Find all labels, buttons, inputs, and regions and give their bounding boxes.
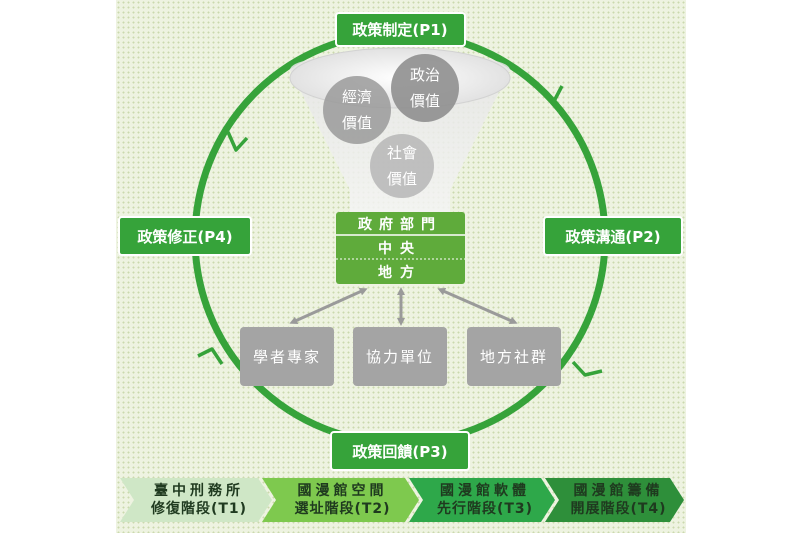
timeline-t3-shape bbox=[409, 478, 555, 522]
timeline-t3-line2: 先行階段(T3) bbox=[436, 501, 534, 517]
arrow-community bbox=[437, 287, 518, 325]
community-box: 地方社群 bbox=[467, 327, 561, 386]
arrow-scholars bbox=[289, 287, 368, 325]
cycle-arrow-ne bbox=[536, 85, 564, 105]
timeline-t3-line1: 國漫館軟體 bbox=[440, 483, 530, 499]
stage-p1: 政策制定(P1) bbox=[335, 12, 466, 47]
economic-value-line1: 經濟 bbox=[342, 88, 372, 106]
scholars-label: 學者專家 bbox=[253, 348, 321, 366]
stage-p1-label: 政策制定(P1) bbox=[352, 21, 447, 39]
political-value-line1: 政治 bbox=[410, 66, 440, 84]
timeline-t4-line2: 開展階段(T4) bbox=[570, 501, 667, 517]
timeline-t1: 臺中刑務所 修復階段(T1) bbox=[132, 478, 266, 522]
timeline-t1-shape bbox=[120, 478, 272, 522]
stage-p3-label: 政策回饋(P3) bbox=[352, 443, 447, 461]
economic-value-circle: 經濟 價值 bbox=[323, 76, 391, 144]
social-value-circle: 社會 價值 bbox=[370, 134, 434, 198]
timeline-t4-shape bbox=[545, 478, 684, 522]
timeline-t3: 國漫館軟體 先行階段(T3) bbox=[421, 478, 549, 522]
partners-label: 協力單位 bbox=[366, 348, 434, 366]
stage-p3: 政策回饋(P3) bbox=[330, 431, 470, 471]
community-label: 地方社群 bbox=[480, 348, 548, 366]
political-value-line2: 價值 bbox=[410, 92, 440, 110]
stage-p2-label: 政策溝通(P2) bbox=[565, 228, 660, 246]
economic-value-line2: 價值 bbox=[342, 114, 372, 132]
timeline-t4-line1: 國漫館籌備 bbox=[573, 483, 664, 499]
timeline-t2-line1: 國漫館空間 bbox=[297, 483, 388, 499]
partners-box: 協力單位 bbox=[353, 327, 447, 386]
government-local: 地方 bbox=[378, 264, 422, 281]
government-block: 政府部門 中央 地方 bbox=[336, 212, 465, 284]
government-central: 中央 bbox=[378, 240, 422, 257]
timeline-t2-line2: 選址階段(T2) bbox=[294, 501, 391, 517]
timeline-t1-line1: 臺中刑務所 bbox=[154, 483, 244, 499]
timeline-t2-shape bbox=[262, 478, 419, 522]
cycle-arrow-nw bbox=[226, 131, 249, 152]
government-title: 政府部門 bbox=[358, 216, 442, 233]
stage-p4: 政策修正(P4) bbox=[118, 216, 252, 256]
social-value-line1: 社會 bbox=[387, 144, 417, 162]
political-value-circle: 政治 價值 bbox=[391, 54, 459, 122]
cycle-arrow-se bbox=[571, 360, 603, 377]
cycle-arrow-sw bbox=[197, 347, 224, 365]
stage-p4-label: 政策修正(P4) bbox=[137, 228, 232, 246]
social-value-line2: 價值 bbox=[387, 170, 417, 188]
scholars-box: 學者專家 bbox=[240, 327, 334, 386]
timeline-t4: 國漫館籌備 開展階段(T4) bbox=[557, 478, 680, 522]
timeline bbox=[120, 478, 684, 522]
timeline-t2: 國漫館空間 選址階段(T2) bbox=[274, 478, 411, 522]
timeline-t1-line2: 修復階段(T1) bbox=[150, 501, 248, 517]
stage-p2: 政策溝通(P2) bbox=[543, 216, 683, 256]
